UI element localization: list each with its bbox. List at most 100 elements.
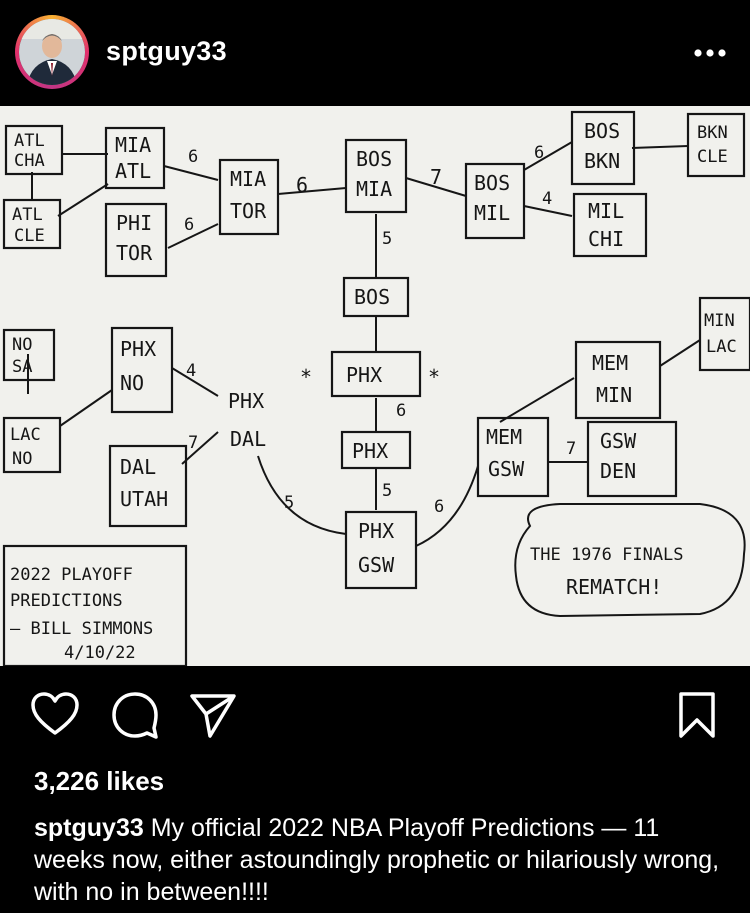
playoff-bracket-drawing: ATL CHA ATL CLE MIA ATL PHI TOR MIA TOR … [0, 106, 750, 666]
bracket-box-dal-utah: DAL UTAH [108, 444, 188, 528]
svg-text:LAC: LAC [706, 337, 737, 357]
svg-text:ATL: ATL [12, 205, 43, 225]
svg-text:DAL: DAL [120, 455, 156, 479]
svg-text:NO: NO [12, 449, 32, 469]
svg-text:MIA: MIA [115, 133, 151, 157]
svg-text:5: 5 [382, 229, 392, 249]
svg-text:BKN: BKN [697, 123, 728, 143]
svg-text:PHI: PHI [116, 211, 152, 235]
svg-text:CHI: CHI [588, 227, 624, 251]
svg-text:GSW: GSW [358, 553, 395, 577]
svg-text:TOR: TOR [116, 241, 153, 265]
svg-text:GSW: GSW [488, 457, 525, 481]
svg-text:PHX: PHX [228, 389, 264, 413]
bracket-box-mia-atl: MIA ATL [104, 126, 166, 190]
svg-text:— BILL SIMMONS: — BILL SIMMONS [10, 619, 153, 639]
share-icon[interactable] [188, 690, 238, 740]
svg-text:PHX: PHX [120, 337, 156, 361]
bracket-box-min-lac: MIN LAC [698, 296, 750, 372]
svg-text:MIA: MIA [230, 167, 266, 191]
svg-text:LAC: LAC [10, 425, 41, 445]
bracket-box-phx: PHX [340, 430, 412, 470]
svg-text:4/10/22: 4/10/22 [64, 643, 136, 663]
svg-text:4: 4 [186, 361, 196, 381]
bracket-box-phx-star: PHX * * [300, 350, 440, 398]
bracket-box-phi-tor: PHI TOR [104, 202, 168, 278]
post-actions [0, 690, 750, 750]
bracket-box-lac-no: LAC NO [2, 416, 62, 474]
svg-text:7: 7 [188, 433, 198, 453]
svg-text:6: 6 [396, 401, 406, 421]
bracket-box-bos-bkn: BOS BKN [570, 110, 636, 186]
bracket-box-mem-min: MEM MIN [574, 340, 662, 420]
svg-text:UTAH: UTAH [120, 487, 168, 511]
avatar[interactable] [15, 15, 89, 89]
post-header: sptguy33 [0, 0, 750, 106]
svg-text:CLE: CLE [697, 147, 728, 167]
svg-text:THE 1976 FINALS: THE 1976 FINALS [530, 545, 684, 565]
svg-text:2022 PLAYOFF: 2022 PLAYOFF [10, 565, 133, 585]
svg-text:NO: NO [12, 335, 32, 355]
svg-text:5: 5 [284, 493, 294, 513]
post-caption: sptguy33 My official 2022 NBA Playoff Pr… [34, 812, 724, 908]
svg-text:TOR: TOR [230, 199, 267, 223]
svg-text:SA: SA [12, 357, 32, 377]
bracket-box-atl-cha: ATL CHA [4, 124, 64, 176]
svg-text:GSW: GSW [600, 429, 637, 453]
svg-text:6: 6 [534, 143, 544, 163]
svg-text:MEM: MEM [486, 425, 522, 449]
bracket-box-atl-cle: ATL CLE [2, 198, 62, 250]
svg-text:MEM: MEM [592, 351, 628, 375]
svg-text:NO: NO [120, 371, 144, 395]
bracket-box-mia-tor: MIA TOR [218, 158, 280, 236]
bracket-note: 2022 PLAYOFF PREDICTIONS — BILL SIMMONS … [2, 544, 188, 666]
svg-text:REMATCH!: REMATCH! [566, 575, 662, 599]
bracket-bubble: THE 1976 FINALS REMATCH! [514, 503, 746, 618]
bracket-box-phx-gsw: PHX GSW [344, 510, 418, 590]
svg-text:6: 6 [184, 215, 194, 235]
svg-text:4: 4 [542, 189, 552, 209]
bracket-box-no-sa: NO SA [2, 328, 56, 382]
bracket-lines [27, 141, 701, 547]
svg-text:7: 7 [566, 439, 576, 459]
svg-text:*: * [428, 365, 440, 389]
svg-text:6: 6 [434, 497, 444, 517]
username[interactable]: sptguy33 [106, 36, 227, 66]
svg-text:MIL: MIL [474, 201, 510, 225]
like-count[interactable]: 3,226 likes [34, 766, 165, 796]
svg-text:CHA: CHA [14, 151, 45, 171]
more-options-icon[interactable] [690, 38, 730, 68]
svg-text:MIN: MIN [704, 311, 735, 331]
bracket-box-bos: BOS [342, 276, 410, 318]
heart-icon[interactable] [30, 690, 80, 740]
bracket-box-bkn-cle: BKN CLE [686, 112, 746, 178]
comment-icon[interactable] [110, 690, 160, 740]
bookmark-icon[interactable] [672, 690, 722, 740]
svg-text:MIN: MIN [596, 383, 632, 407]
svg-text:PHX: PHX [346, 363, 382, 387]
svg-text:6: 6 [296, 173, 308, 197]
svg-text:DAL: DAL [230, 427, 266, 451]
svg-text:ATL: ATL [115, 159, 151, 183]
svg-text:7: 7 [430, 165, 442, 189]
svg-text:5: 5 [382, 481, 392, 501]
bracket-game-counts: 6 6 6 7 6 4 5 4 7 6 5 5 6 7 [184, 143, 576, 517]
svg-text:PHX: PHX [352, 439, 388, 463]
svg-text:MIL: MIL [588, 199, 624, 223]
svg-text:BOS: BOS [356, 147, 392, 171]
svg-text:BKN: BKN [584, 149, 620, 173]
bracket-box-mil-chi: MIL CHI [572, 192, 648, 258]
svg-text:CLE: CLE [14, 226, 45, 246]
svg-text:BOS: BOS [584, 119, 620, 143]
svg-text:*: * [300, 365, 312, 389]
avatar-photo [19, 19, 85, 85]
svg-text:ATL: ATL [14, 131, 45, 151]
bracket-box-gsw-den: GSW DEN [586, 420, 678, 498]
bracket-box-bos-mia: BOS MIA [344, 138, 408, 214]
svg-text:PHX: PHX [358, 519, 394, 543]
bracket-text-phx-dal: PHX DAL [228, 389, 266, 451]
svg-text:MIA: MIA [356, 177, 392, 201]
caption-username[interactable]: sptguy33 [34, 814, 144, 842]
svg-text:BOS: BOS [354, 285, 390, 309]
post-image[interactable]: ATL CHA ATL CLE MIA ATL PHI TOR MIA TOR … [0, 106, 750, 666]
